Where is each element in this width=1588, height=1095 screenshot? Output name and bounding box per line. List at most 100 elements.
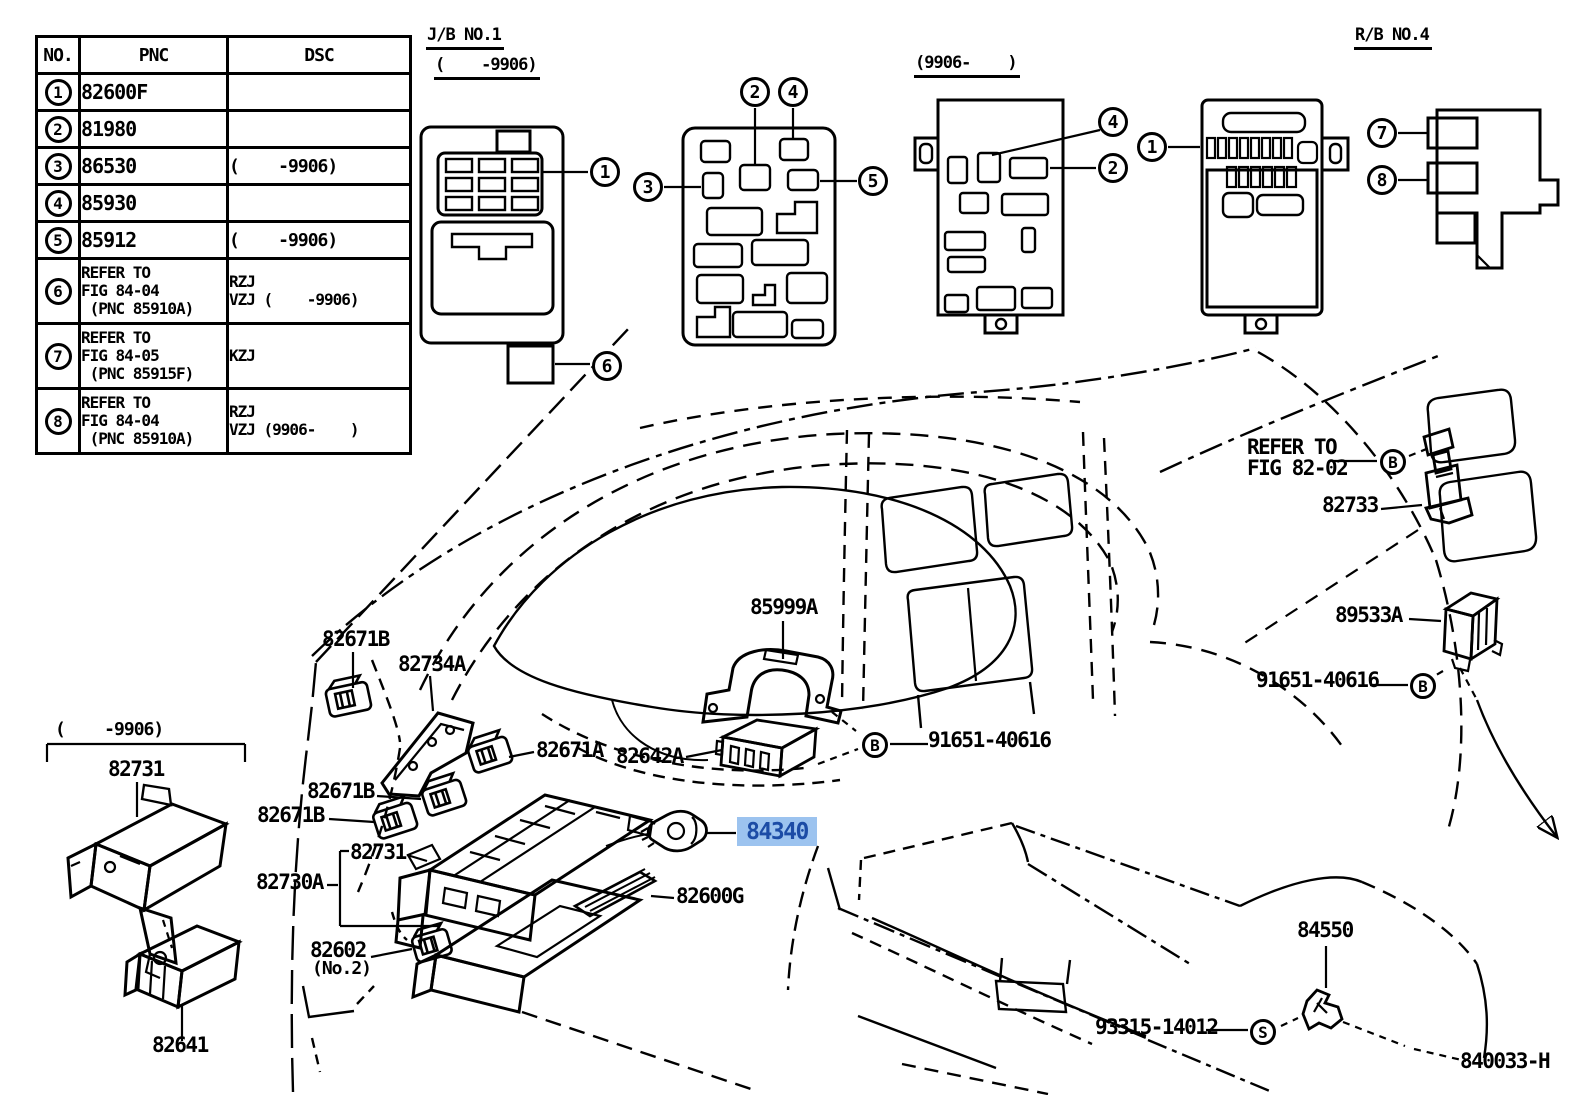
table-header-dsc: DSC (226, 35, 412, 75)
switch-82671a-drawing (467, 728, 514, 774)
callout-1-rb4: 1 (1137, 132, 1167, 162)
dsc-cell (226, 109, 412, 149)
pnc-cell: 86530 (78, 146, 229, 186)
relay-assembly-82731-left-drawing (66, 783, 230, 980)
row-number-badge: 2 (44, 115, 72, 143)
center-console-illustration (301, 821, 1489, 1095)
table-header-pnc: PNC (78, 35, 229, 75)
callout-6-jb1: 6 (592, 351, 622, 381)
section-range-late: (9906- ) (914, 55, 1020, 78)
callout-8-rb4: 8 (1367, 165, 1397, 195)
clip-84550-drawing (1301, 988, 1344, 1032)
highlighted-part-label-84340[interactable]: 84340 (737, 817, 817, 846)
relay-block-4-panel-drawing (1200, 98, 1350, 335)
pnc-cell: 85930 (78, 183, 229, 223)
switch-82671b-top-drawing (324, 673, 373, 718)
callout-7-rb4: 7 (1367, 118, 1397, 148)
table-header-no: NO. (35, 35, 81, 75)
part-label-82671b-top: 82671B (322, 627, 390, 651)
part-label-82733: 82733 (1322, 493, 1379, 517)
junction-block-1-drawing (419, 125, 565, 385)
callout-2-jb2: 2 (740, 77, 770, 107)
junction-block-2-drawing (681, 126, 837, 347)
part-label-82730a: 82730A (256, 870, 324, 894)
callout-4-jb2: 4 (778, 77, 808, 107)
dsc-cell: ( -9906) (226, 146, 412, 186)
dashboard-illustration (290, 326, 1538, 1093)
callout-1-jb1: 1 (590, 157, 620, 187)
part-label-84550: 84550 (1297, 918, 1354, 942)
callout-5-jb2: 5 (858, 166, 888, 196)
bracket-85999a-drawing (701, 648, 843, 725)
part-label-91651-40616-right: 91651-40616 (1256, 668, 1380, 692)
label-leader-lines (45, 459, 1442, 1041)
row-number-badge: 1 (44, 78, 72, 106)
dsc-cell (226, 72, 412, 112)
part-label-82731-center: 82731 (350, 840, 407, 864)
part-label-82731-left: 82731 (108, 757, 165, 781)
pnc-cell: 82600F (78, 72, 229, 112)
dsc-cell: KZJ (226, 322, 412, 390)
callout-4-jb3: 4 (1098, 107, 1128, 137)
row-number-badge: 3 (44, 152, 72, 180)
bracket-82734a-drawing (380, 711, 475, 798)
dsc-cell (226, 183, 412, 223)
bolt-marker-b-fig8202: B (1380, 449, 1406, 475)
dsc-cell: RZJ VZJ ( -9906) (226, 257, 412, 325)
row-number-badge: 6 (44, 277, 72, 305)
flasher-82641-drawing (123, 924, 243, 1010)
part-label-82671b-low: 82671B (257, 803, 325, 827)
callout-3-jb2: 3 (633, 172, 663, 202)
lower-finish-panel-drawing (411, 878, 644, 1014)
part-label-82602-no2: (No.2) (312, 958, 372, 979)
part-label-82600g: 82600G (676, 884, 744, 908)
part-label-93315-14012: 93315-14012 (1095, 1015, 1219, 1039)
vent-82600g-drawing (572, 868, 658, 918)
bolt-marker-b-right: B (1410, 673, 1436, 699)
row-number-badge: 4 (44, 189, 72, 217)
switch-82671b-mid-drawing (421, 771, 468, 817)
part-label-91651-40616-center: 91651-40616 (928, 728, 1052, 752)
range-label-left: ( -9906) (55, 719, 164, 740)
part-label-89533a: 89533A (1335, 603, 1403, 627)
row-number-badge: 5 (44, 226, 72, 254)
refer-to-label: REFER TO (1247, 435, 1338, 459)
row-number-badge: 8 (44, 407, 72, 435)
callout-2-jb3: 2 (1098, 153, 1128, 183)
relay-block-4-bracket-drawing (1426, 108, 1560, 270)
section-range-jb1: ( -9906) (434, 57, 540, 80)
part-label-82671a: 82671A (536, 738, 604, 762)
part-label-82671b-mid: 82671B (307, 779, 375, 803)
bolt-marker-b-center: B (862, 732, 888, 758)
pnc-cell: 81980 (78, 109, 229, 149)
pnc-cell: 85912 (78, 220, 229, 260)
pnc-cell: REFER TO FIG 84-04 (PNC 85910A) (78, 257, 229, 325)
pnc-cell: REFER TO FIG 84-05 (PNC 85915F) (78, 322, 229, 390)
part-label-82602: 82602 (310, 938, 367, 962)
clamp-82733-drawing (1422, 427, 1474, 525)
fuse-block-82731-drawing (394, 793, 654, 950)
part-label-82641: 82641 (152, 1033, 209, 1057)
door-edge-arrow-line (1475, 699, 1556, 836)
relay-82642a-drawing (714, 718, 821, 779)
section-title-jb1: J/B NO.1 (426, 27, 504, 50)
dashed-reference-links (161, 446, 1478, 1063)
switch-82671b-low-drawing (372, 794, 419, 840)
part-label-85999a: 85999A (750, 595, 818, 619)
part-label-82642a: 82642A (616, 744, 684, 768)
pnc-cell: REFER TO FIG 84-04 (PNC 85910A) (78, 387, 229, 455)
callout-leader-lines (543, 108, 1427, 366)
section-title-rb4: R/B NO.4 (1354, 27, 1432, 50)
junction-block-3-drawing (913, 98, 1065, 335)
screw-marker-s: S (1250, 1019, 1276, 1045)
